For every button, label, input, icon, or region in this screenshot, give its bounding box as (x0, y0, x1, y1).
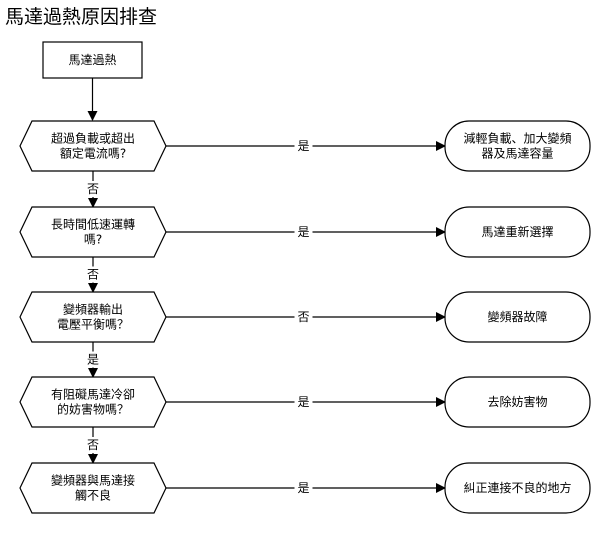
edge-label: 否 (297, 310, 309, 324)
edge-label-bg (294, 138, 313, 154)
decision-shape (19, 376, 167, 428)
result-label: 器及馬達容量 (481, 146, 553, 161)
decision-label: 變頻器與馬達接 (51, 473, 135, 488)
edge-label-bg (84, 266, 102, 283)
decision-label: 超過負載或超出 (51, 131, 135, 146)
page-title: 馬達過熱原因排查 (5, 6, 158, 28)
edge-label-bg (294, 480, 313, 496)
edge-label: 否 (87, 268, 99, 282)
decision-shape (19, 291, 167, 343)
edge-label-bg (294, 309, 313, 325)
edge-label: 否 (87, 182, 99, 196)
result-box (444, 120, 591, 172)
result-label: 減輕負載、加大變頻 (463, 131, 571, 146)
start-label: 馬達過熱 (68, 53, 116, 67)
decision-label: 額定電流嗎? (60, 146, 126, 161)
result-label: 馬達重新選擇 (481, 224, 553, 239)
edge-label-bg (84, 351, 102, 368)
edge-label-bg (84, 181, 102, 197)
decision-label: 的妨害物嗎？ (57, 402, 129, 417)
result-label: 去除妨害物 (487, 394, 547, 409)
edge-label: 是 (297, 139, 309, 153)
result-box (444, 462, 591, 514)
edge-label: 是 (297, 481, 309, 495)
result-box (444, 376, 591, 428)
edge-label: 是 (297, 225, 309, 239)
result-box (444, 206, 591, 258)
start-box (42, 41, 143, 79)
edge-label: 否 (87, 438, 99, 452)
decision-shape (19, 120, 167, 172)
decision-shape (19, 462, 167, 514)
result-label: 變頻器故障 (487, 309, 547, 324)
decision-label: 有阻礙馬達冷卻 (51, 388, 135, 402)
result-box (444, 291, 591, 343)
decision-label: 變頻器輸出 (63, 302, 123, 317)
edge-label-bg (294, 224, 313, 240)
edge-label: 是 (297, 395, 309, 409)
decision-label: 電壓平衡嗎？ (57, 318, 129, 332)
decision-label: 嗎? (84, 233, 102, 247)
decision-label: 長時間低速運轉 (51, 218, 135, 232)
edge-label-bg (84, 437, 102, 453)
decision-shape (19, 206, 167, 258)
edge-label: 是 (87, 353, 99, 367)
decision-label: 觸不良 (75, 488, 111, 503)
edge-label-bg (294, 394, 313, 410)
result-label: 糾正連接不良的地方 (463, 480, 571, 495)
